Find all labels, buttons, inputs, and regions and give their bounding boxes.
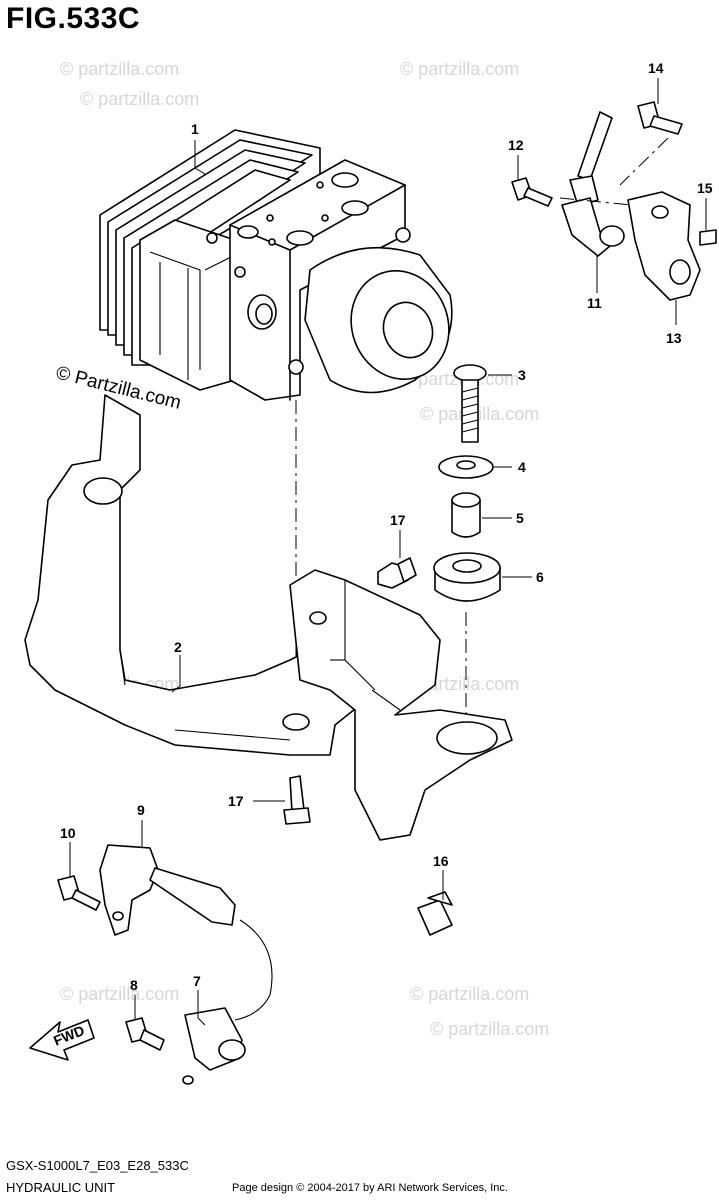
washer-part-4[interactable] [438, 455, 494, 479]
callout-7: 7 [193, 973, 201, 989]
hydraulic-unit-part-1[interactable] [99, 129, 464, 401]
callout-1: 1 [191, 121, 199, 137]
callout-14: 14 [648, 60, 664, 76]
watermark-text: © partzilla.com [60, 59, 179, 79]
callout-12: 12 [508, 137, 524, 153]
callout-13: 13 [666, 330, 682, 346]
collar-part-5[interactable] [451, 492, 481, 538]
callout-2: 2 [174, 639, 182, 655]
figure-code: GSX-S1000L7_E03_E28_533C [6, 1158, 189, 1173]
callout-15: 15 [697, 180, 713, 196]
watermark-text: © partzilla.com [60, 984, 179, 1004]
speed-sensor-part-11[interactable] [561, 111, 625, 257]
sensor-cable-part-7[interactable] [149, 867, 273, 1085]
alignment-line [619, 137, 669, 186]
clip-part-16[interactable] [417, 891, 453, 936]
callout-17-lower: 17 [228, 793, 244, 809]
bolt-part-17-upper[interactable] [377, 557, 417, 589]
bracket-part-2[interactable] [24, 394, 513, 841]
figure-name: HYDRAULIC UNIT [6, 1180, 116, 1195]
bolt-part-8[interactable] [125, 1017, 165, 1051]
bolt-part-10[interactable] [57, 875, 101, 911]
callout-8: 8 [130, 977, 138, 993]
callout-9: 9 [137, 802, 145, 818]
forward-direction-arrow: FWD [29, 1019, 95, 1061]
bolt-part-3[interactable] [453, 364, 487, 443]
callout-5: 5 [516, 510, 524, 526]
pin-part-15[interactable] [699, 229, 717, 246]
watermark-text: © partzilla.com [420, 404, 539, 424]
page-credit: Page design © 2004-2017 by ARI Network S… [232, 1182, 508, 1194]
callout-4: 4 [518, 459, 526, 475]
figure-title: FIG.533C [6, 2, 141, 35]
callout-17-upper: 17 [390, 512, 406, 528]
callout-16: 16 [433, 853, 449, 869]
watermark-text: © partzilla.com [410, 984, 529, 1004]
sensor-clamp-part-9[interactable] [99, 844, 159, 936]
callout-11: 11 [587, 295, 602, 311]
bolt-part-12[interactable] [511, 177, 553, 207]
alignment-line [559, 197, 633, 206]
watermark-text: © partzilla.com [430, 1019, 549, 1039]
watermark-text: © partzilla.com [80, 89, 199, 109]
callout-6: 6 [536, 569, 544, 585]
bolt-part-14[interactable] [637, 101, 683, 135]
leader-lines [69, 78, 707, 1026]
grommet-part-6[interactable] [433, 552, 501, 602]
bolt-part-17-lower[interactable] [283, 775, 311, 825]
bracket-part-13[interactable] [627, 191, 701, 301]
callout-3: 3 [518, 367, 526, 383]
callout-10: 10 [60, 825, 76, 841]
watermark-text: © partzilla.com [400, 59, 519, 79]
callout-labels: 1 2 3 4 5 6 7 8 9 10 11 12 13 14 15 16 1… [60, 60, 713, 993]
